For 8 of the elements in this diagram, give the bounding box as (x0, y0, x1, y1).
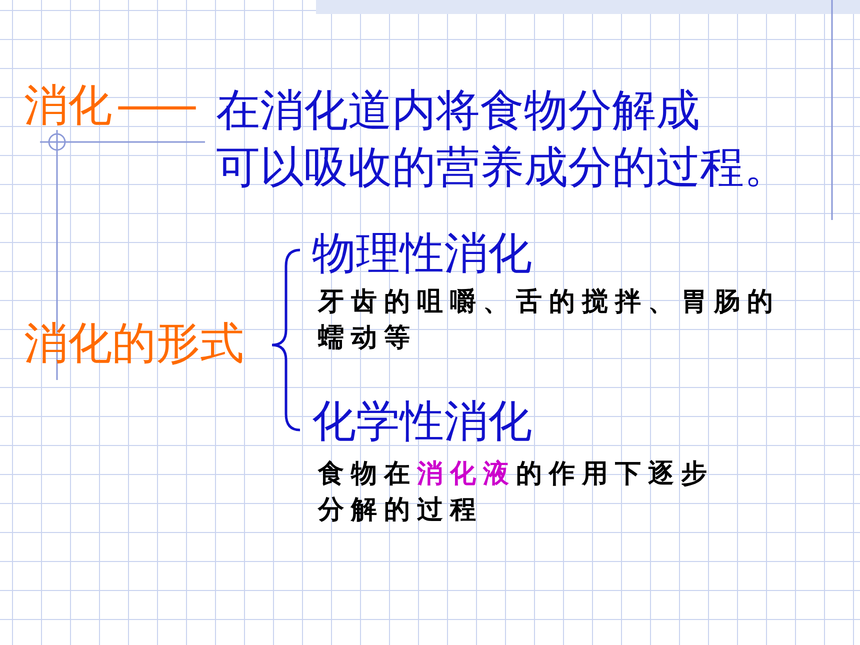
subheading-text: 化学性消化 (312, 398, 532, 446)
description-text: 食物在消化液的作用下逐步分解的过程 (318, 458, 715, 528)
heading-text: 消化的形式 (24, 320, 244, 368)
dash: —— (116, 82, 192, 130)
definition-text: 在消化道内将食物分解成可以吸收的营养成分的过程。 (216, 84, 789, 196)
term-text: 消化 (24, 82, 112, 130)
description-text: 牙齿的咀嚼、舌的搅拌、胃肠的蠕动等 (318, 286, 781, 356)
subheading-text: 物理性消化 (312, 230, 532, 278)
